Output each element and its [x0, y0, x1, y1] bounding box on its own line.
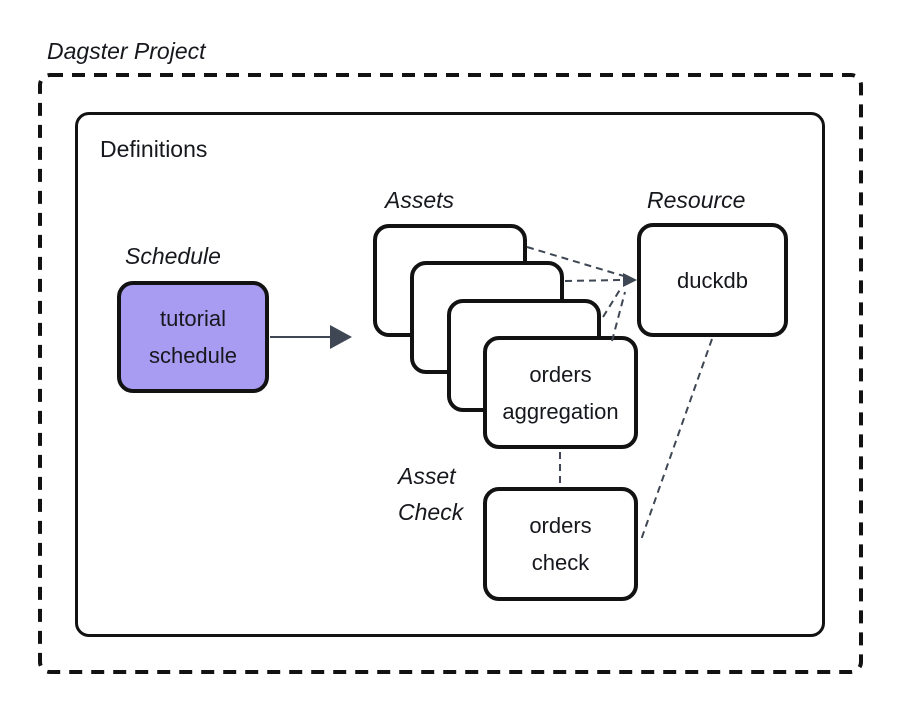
orders-aggregation-line2: aggregation	[502, 398, 619, 424]
assets-section-label: Assets	[385, 187, 455, 213]
orders-aggregation-node: orders aggregation	[483, 336, 638, 449]
tutorial-schedule-node: tutorial schedule	[117, 281, 269, 393]
orders-check-line2: check	[531, 550, 590, 575]
tutorial-schedule-line2: schedule	[148, 343, 238, 368]
orders-aggregation-line1: orders	[529, 361, 592, 387]
tutorial-schedule-line1: tutorial	[159, 306, 227, 331]
definitions-label: Definitions	[100, 136, 208, 162]
duckdb-node: duckdb	[637, 223, 788, 337]
orders-check-node: orders check	[483, 487, 638, 601]
duckdb-label: duckdb	[677, 267, 748, 293]
asset-check-label-line1: Asset	[398, 463, 456, 489]
schedule-section-label: Schedule	[125, 243, 221, 269]
asset-check-label-line2: Check	[398, 499, 464, 525]
orders-check-line1: orders	[529, 513, 592, 538]
asset-check-section-label: Asset Check	[398, 458, 463, 530]
resource-section-label: Resource	[647, 187, 746, 213]
project-title: Dagster Project	[47, 38, 206, 64]
